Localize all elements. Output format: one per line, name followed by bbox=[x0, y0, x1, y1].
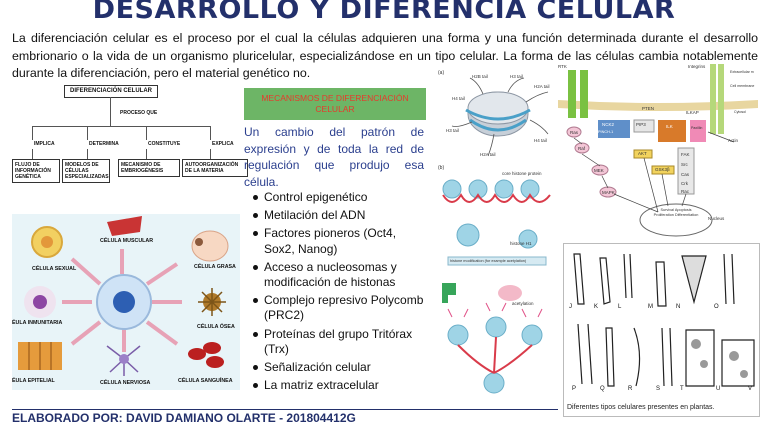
footer-credit: ELABORADO POR: DAVID DAMIANO OLARTE - 20… bbox=[12, 411, 356, 425]
plant-letter: O bbox=[714, 304, 719, 310]
label-ilk: ILK bbox=[666, 124, 673, 129]
mechanisms-heading: MECANISMOS DE DIFERENCIACIÓN CELULAR bbox=[244, 88, 426, 120]
plant-letter: K bbox=[594, 304, 599, 310]
label-pten: PTEN bbox=[642, 106, 655, 111]
list-item: Señalización celular bbox=[250, 360, 430, 375]
label-cytosol: Cytosol bbox=[734, 110, 746, 114]
plant-letter: R bbox=[628, 386, 633, 392]
org-root: DIFERENCIACIÓN CELULAR bbox=[64, 85, 158, 98]
list-item: Control epigenético bbox=[250, 190, 430, 205]
label-celula-muscular: CÉLULA MUSCULAR bbox=[100, 238, 154, 244]
label-raf: Raf bbox=[578, 146, 586, 151]
chromatin-figure: (b) core histone protein histone H1 hist… bbox=[438, 165, 558, 401]
list-item: Acceso a nucleosomas y modificación de h… bbox=[250, 260, 430, 290]
page-title: DESARROLLO Y DIFERENCIA CELULAR bbox=[92, 0, 676, 25]
label-h4: H4 tail bbox=[452, 96, 465, 101]
label-celula-nerviosa: CÉLULA NERVIOSA bbox=[100, 380, 151, 386]
org-leaf-1: FLUJO DE INFORMACIÓN GENÉTICA bbox=[12, 159, 60, 183]
list-item: Metilación del ADN bbox=[250, 208, 430, 223]
label-h2b: H2B tail bbox=[472, 74, 488, 79]
stem-cell-diagram bbox=[18, 216, 229, 376]
org-chart: DIFERENCIACIÓN CELULAR PROCESO QUE IMPLI… bbox=[12, 85, 248, 195]
label-histone-mod: histone modification (for example acetyl… bbox=[450, 259, 527, 263]
label-akt: AKT bbox=[638, 151, 647, 156]
label-celula-sanguinea: CÉLULA SANGUÍNEA bbox=[178, 378, 233, 384]
list-item: Complejo represivo Polycomb (PRC2) bbox=[250, 293, 430, 323]
list-item: La matriz extracelular bbox=[250, 378, 430, 393]
plant-letter: V bbox=[748, 386, 753, 392]
plant-letter: U bbox=[716, 386, 721, 392]
label-mek: MEK bbox=[594, 168, 604, 173]
label-ilkap: ILKAP bbox=[686, 110, 699, 115]
cell-types-illustration: CÉLULA SEXUAL CÉLULA MUSCULAR CÉLULA GRA… bbox=[12, 214, 240, 390]
label-ecm: Extracellular m bbox=[730, 70, 754, 74]
label-cell-membrane: Cell membrane bbox=[730, 84, 755, 88]
label-histone-h1: histone H1 bbox=[510, 241, 532, 246]
label-b: (b) bbox=[438, 165, 445, 171]
label-fak: FAK bbox=[681, 152, 690, 157]
plant-letter: J bbox=[569, 304, 572, 310]
plant-letter: Q bbox=[600, 386, 605, 392]
plant-letter: M bbox=[648, 304, 653, 310]
org-leaf-4: AUTOORGANIZACIÓN DE LA MATERIA bbox=[182, 159, 248, 177]
label-src: Src bbox=[681, 162, 688, 167]
list-item: Factores pioneros (Oct4, Sox2, Nanog) bbox=[250, 226, 430, 256]
plant-letter: L bbox=[618, 304, 622, 310]
plant-figure-caption: Diferentes tipos celulares presentes en … bbox=[567, 404, 715, 411]
label-acetylation: acetylation bbox=[512, 301, 534, 306]
label-h3-b: H3 tail bbox=[446, 128, 459, 133]
label-outcomes: Survival Apoptosis Proliferation Differe… bbox=[653, 208, 699, 217]
label-celula-epitelial: ÉULA EPITELIAL bbox=[12, 378, 55, 384]
org-branch-4: EXPLICA bbox=[212, 141, 234, 147]
label-ras: Ras bbox=[570, 130, 579, 135]
label-h2a-b: H2A tail bbox=[480, 152, 496, 157]
org-branch-3: CONSTITUYE bbox=[148, 141, 181, 147]
label-integrins: Integrins bbox=[688, 64, 706, 69]
plant-letter: P bbox=[572, 386, 577, 392]
list-item: Proteínas del grupo Tritórax (Trx) bbox=[250, 327, 430, 357]
org-leaf-2: MODELOS DE CÉLULAS ESPECIALIZADAS bbox=[62, 159, 110, 183]
label-rac: Rac bbox=[681, 189, 690, 194]
label-mapk: MAPK bbox=[602, 190, 615, 195]
label-celula-grasa: CÉLULA GRASA bbox=[194, 264, 236, 270]
label-pinch: PINCH-1 bbox=[598, 130, 614, 134]
label-h4-b: H4 tail bbox=[534, 138, 547, 143]
label-rtk: RTK bbox=[558, 64, 567, 69]
org-branch-2: DETERMINA bbox=[89, 141, 119, 147]
mechanisms-description: Un cambio del patrón de expresión y de t… bbox=[244, 125, 424, 189]
plant-letter: N bbox=[676, 304, 681, 310]
label-pip3: PIP3 bbox=[636, 122, 646, 127]
label-celula-inmunitaria: ÉULA INMUNITARIA bbox=[12, 320, 63, 326]
plant-cells-figure: J K L M N O P Q R S T U V bbox=[563, 243, 760, 417]
plant-letter: T bbox=[680, 386, 684, 392]
signaling-pathway-figure: RTK Integrins Extracellular m Cell membr… bbox=[558, 62, 758, 240]
label-nck2: NCK2 bbox=[602, 122, 615, 127]
label-gsk3: GSK3β bbox=[655, 167, 670, 172]
footer-divider bbox=[12, 409, 558, 410]
org-leaf-3: MECANISMO DE EMBRIOGÉNESIS bbox=[118, 159, 180, 177]
label-nucleus: Nucleus bbox=[708, 216, 725, 221]
mechanisms-list: Control epigenético Metilación del ADN F… bbox=[250, 190, 430, 396]
plant-letter: S bbox=[656, 386, 661, 392]
label-core-histone: core histone protein bbox=[502, 171, 542, 176]
org-connector: PROCESO QUE bbox=[120, 110, 158, 116]
label-celula-osea: CÉLULA ÓSEA bbox=[197, 324, 235, 330]
label-h3: H3 tail bbox=[510, 74, 523, 79]
label-h2a: H2A tail bbox=[534, 84, 550, 89]
label-paxillin: Paxillin bbox=[691, 126, 703, 130]
label-crk: Crk bbox=[681, 181, 688, 186]
label-celula-sexual: CÉLULA SEXUAL bbox=[32, 266, 77, 272]
nucleosome-figure: (a) H2B tail H3 tail H4 tail H2A tail H3… bbox=[438, 70, 558, 162]
intro-paragraph: La diferenciación celular es el proceso … bbox=[12, 31, 758, 80]
label-cas: Cas bbox=[681, 172, 690, 177]
label-a: (a) bbox=[438, 70, 445, 76]
label-actin: Actin bbox=[728, 138, 739, 143]
org-branch-1: IMPLICA bbox=[34, 141, 55, 147]
